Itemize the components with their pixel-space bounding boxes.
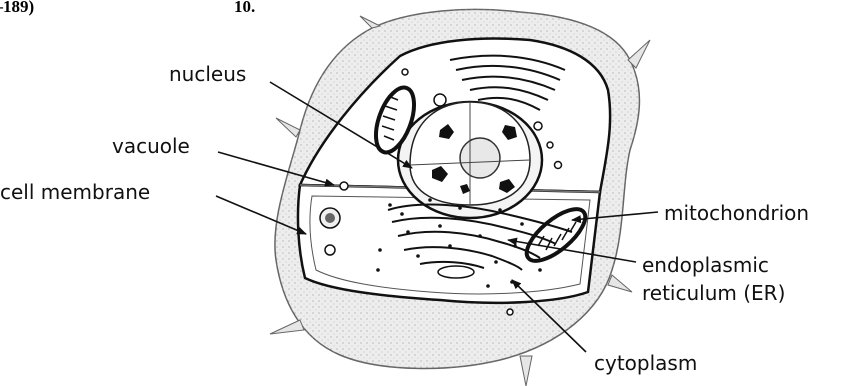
label-nucleus: nucleus <box>169 62 246 86</box>
label-er-line2: reticulum (ER) <box>642 281 785 305</box>
label-vacuole: vacuole <box>112 134 190 158</box>
label-cell-membrane: cell membrane <box>0 180 150 204</box>
label-mitochondrion: mitochondrion <box>664 201 809 225</box>
label-er-line1: endoplasmic <box>642 253 769 277</box>
nucleus-organelle <box>398 102 542 218</box>
label-cytoplasm: cytoplasm <box>594 351 697 375</box>
lysosome <box>320 208 340 228</box>
